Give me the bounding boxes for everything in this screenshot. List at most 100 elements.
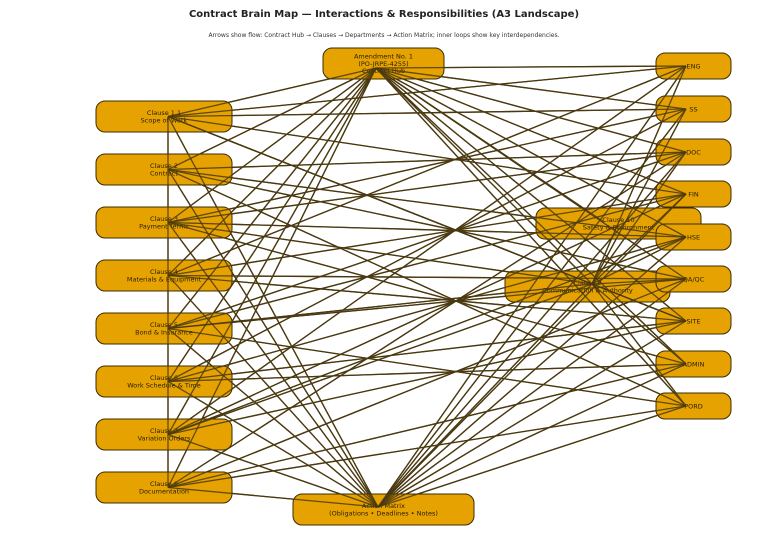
- node-label: Clause 4: [150, 268, 178, 276]
- connector-line: [377, 193, 687, 508]
- node-label: (PO-JRPE-4255): [358, 60, 408, 68]
- connector-line: [167, 486, 379, 508]
- node-label: Clause 8: [150, 480, 178, 488]
- connector-line: [167, 115, 593, 285]
- connector-line: [167, 65, 687, 118]
- connector-line: [167, 67, 377, 276]
- connector-line: [167, 274, 687, 280]
- node-label: Clause 3: [150, 215, 178, 223]
- connector-line: [167, 108, 687, 383]
- connector-line: [167, 363, 687, 383]
- node-label: Materials & Equipment: [127, 276, 202, 284]
- diagram-title: Contract Brain Map — Interactions & Resp…: [188, 9, 580, 20]
- connector-line: [591, 283, 687, 407]
- connector-line: [375, 67, 687, 110]
- node-label: Clause 5: [150, 321, 178, 329]
- connector-line: [167, 320, 687, 436]
- node-matrix: Action Matrix(Obligations • Deadlines • …: [292, 493, 475, 526]
- edge-overlay: [167, 65, 687, 508]
- connector-line: [591, 108, 687, 285]
- connector-line: [167, 405, 687, 489]
- connector-line: [167, 363, 687, 489]
- node-label: Communication & Authority: [542, 287, 633, 295]
- connector-line: [167, 278, 687, 489]
- connector-line: [167, 67, 377, 118]
- diagram-subtitle: Arrows show flow: Contract Hub → Clauses…: [208, 32, 560, 39]
- node-pord: PORD: [655, 392, 732, 420]
- connector-line: [591, 278, 687, 285]
- connector-line: [377, 363, 687, 508]
- connector-line: [167, 320, 687, 383]
- connector-line: [377, 278, 687, 508]
- connector-line: [167, 283, 593, 436]
- connector-line: [167, 67, 377, 488]
- node-label: Safety & Environment: [583, 224, 655, 232]
- node-doc: DOC: [655, 138, 732, 166]
- node-label: Scope of Work: [141, 117, 188, 125]
- node-label: PORD: [684, 402, 703, 410]
- connector-line: [167, 67, 377, 329]
- connector-line: [167, 168, 687, 238]
- node-box: [655, 350, 732, 378]
- node-box: [655, 138, 732, 166]
- connector-line: [591, 65, 687, 285]
- connector-line: [167, 65, 687, 436]
- connector-line: [375, 67, 605, 223]
- node-box: [95, 100, 233, 133]
- connector-line: [375, 65, 687, 69]
- connector-line: [377, 283, 593, 508]
- connector-line: [375, 67, 687, 153]
- connector-line: [591, 283, 687, 365]
- node-site: SITE: [655, 307, 732, 335]
- node-label: SITE: [686, 317, 700, 325]
- node-label: Payment Terms: [139, 223, 189, 231]
- connector-line: [591, 151, 687, 285]
- connector-line: [167, 169, 379, 508]
- connector-line: [167, 380, 379, 508]
- node-label: Work Schedule & Time: [127, 382, 201, 390]
- connector-line: [375, 67, 593, 285]
- connector-line: [377, 320, 687, 508]
- connector-line: [377, 65, 687, 508]
- node-label: Contract: [150, 170, 178, 178]
- connector-line: [375, 67, 687, 365]
- node-label: Clause 1.1: [147, 109, 181, 117]
- node-label: Variation Orders: [138, 435, 191, 443]
- node-box: [95, 153, 233, 186]
- connector-line: [167, 108, 687, 118]
- connector-line: [167, 108, 687, 224]
- node-label: QA/QC: [683, 275, 705, 283]
- node-label: ENG: [686, 62, 700, 70]
- connector-line: [591, 283, 687, 322]
- connector-line: [167, 67, 377, 171]
- node-label: Amendment No. 1: [354, 52, 413, 60]
- node-admin: ADMIN: [655, 350, 732, 378]
- node-label: Documentation: [139, 488, 189, 496]
- node-label: SS: [689, 105, 697, 113]
- node-label: Clause 10: [602, 216, 634, 224]
- node-label: Clause 7: [150, 427, 178, 435]
- node-label: Clause 2: [150, 162, 178, 170]
- node-box: [322, 47, 445, 80]
- connector-line: [167, 275, 379, 508]
- connector-line: [377, 405, 687, 508]
- connector-line: [167, 151, 687, 489]
- connector-line: [375, 67, 687, 195]
- node-fin: FIN: [655, 180, 732, 208]
- connector-line: [167, 67, 377, 224]
- node-box: [292, 493, 475, 526]
- node-label: (Obligations • Deadlines • Notes): [329, 510, 438, 518]
- node-label: FIN: [688, 190, 699, 198]
- connector-line: [167, 328, 379, 508]
- connector-line: [167, 221, 593, 285]
- connector-line: [167, 193, 687, 436]
- connector-line: [167, 327, 687, 407]
- connector-line: [167, 151, 687, 330]
